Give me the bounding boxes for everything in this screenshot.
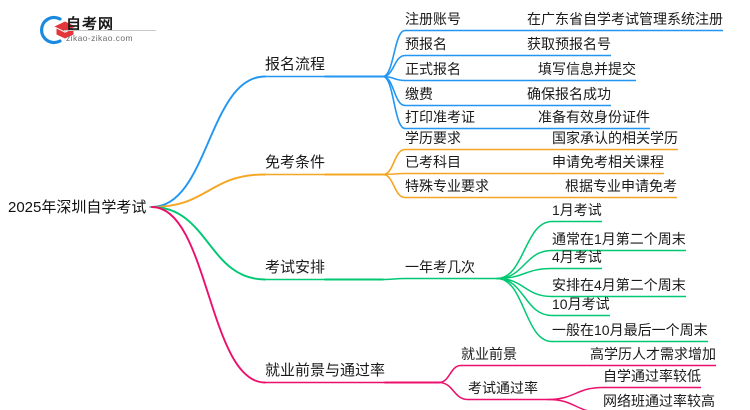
leaf-node-1-1[interactable]: 在广东省自学考试管理系统注册 (527, 11, 723, 27)
child-node-4-1[interactable]: 就业前景 (461, 346, 517, 362)
branch-node-1[interactable]: 报名流程 (265, 56, 326, 73)
leaf-node-1-2[interactable]: 获取预报名号 (527, 36, 611, 52)
leaf-node-1-4[interactable]: 确保报名成功 (527, 86, 611, 102)
root-node[interactable]: 2025年深圳自学考试 (8, 199, 147, 216)
child-node-1-2[interactable]: 预报名 (405, 36, 447, 52)
logo-domain: zikao-zikao.com (66, 33, 133, 43)
child-node-4-2[interactable]: 考试通过率 (468, 380, 538, 396)
leaf-node-1-5[interactable]: 准备有效身份证件 (538, 109, 650, 125)
child-node-1-1[interactable]: 注册账号 (405, 11, 461, 27)
child-node-1-3[interactable]: 正式报名 (405, 61, 461, 77)
leaf-node-2-1[interactable]: 国家承认的相关学历 (552, 130, 678, 146)
leaf-node-3-1-6[interactable]: 一般在10月最后一个周末 (552, 322, 708, 338)
branch-node-4[interactable]: 就业前景与通过率 (265, 362, 386, 379)
leaf-node-3-1-2[interactable]: 通常在1月第二个周末 (552, 231, 686, 247)
child-node-2-3[interactable]: 特殊专业要求 (405, 178, 489, 194)
branch-node-2[interactable]: 免考条件 (265, 154, 326, 171)
leaf-node-2-3[interactable]: 根据专业申请免考 (565, 178, 677, 194)
child-node-1-4[interactable]: 缴费 (405, 86, 433, 102)
leaf-node-4-1[interactable]: 高学历人才需求增加 (590, 346, 716, 362)
branch-node-3[interactable]: 考试安排 (265, 259, 326, 276)
child-node-2-1[interactable]: 学历要求 (405, 130, 461, 146)
logo-title: 自考网 (66, 16, 115, 33)
leaf-node-1-3[interactable]: 填写信息并提交 (538, 61, 636, 77)
leaf-node-2-2[interactable]: 申请免考相关课程 (552, 154, 664, 170)
graduation-cap-icon (39, 15, 76, 45)
child-node-2-2[interactable]: 已考科目 (405, 154, 461, 170)
child-node-1-5[interactable]: 打印准考证 (405, 109, 475, 125)
leaf-node-3-1-4[interactable]: 安排在4月第二个周末 (552, 277, 686, 293)
site-logo (39, 15, 76, 45)
leaf-node-3-1-5[interactable]: 10月考试 (552, 296, 610, 312)
leaf-node-3-1-3[interactable]: 4月考试 (552, 249, 602, 265)
leaf-node-4-2-1[interactable]: 自学通过率较低 (603, 368, 701, 384)
logo-divider (64, 30, 156, 31)
child-node-3-1[interactable]: 一年考几次 (405, 259, 475, 275)
leaf-node-4-2-2[interactable]: 网络班通过率较高 (603, 393, 715, 409)
leaf-node-3-1-1[interactable]: 1月考试 (552, 202, 602, 218)
